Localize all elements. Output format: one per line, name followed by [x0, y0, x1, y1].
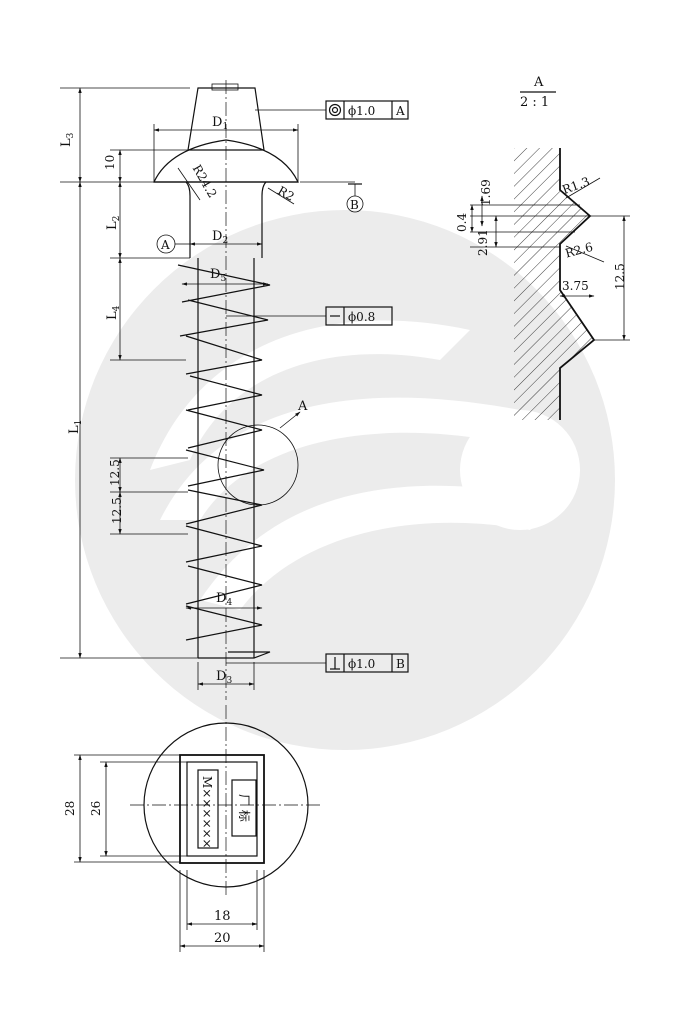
square-inner	[186, 761, 258, 857]
svg-text:ϕ1.0: ϕ1.0	[348, 657, 375, 671]
dim-detail-375: 3.75	[562, 279, 589, 293]
dim-d3: D3	[216, 669, 232, 686]
dim-d2: D2	[212, 229, 228, 246]
tolerance-straightness: ϕ0.8	[226, 306, 393, 326]
dim-detail-291: 2.91	[476, 229, 490, 256]
top-view: M×××××× 厂 标 28 26 18 20	[63, 705, 320, 952]
factory-mark: 厂 标	[237, 794, 251, 822]
dim-l1: L1	[67, 420, 84, 434]
watermark-logo	[75, 210, 615, 750]
dim-top-18: 18	[214, 909, 231, 924]
dim-pitch-a: 12.5	[108, 459, 122, 486]
svg-text:A: A	[160, 238, 170, 252]
dim-l3: L3	[59, 132, 76, 147]
dim-detail-r13: R1.3	[560, 174, 591, 197]
dim-top-20: 20	[214, 931, 231, 946]
dim-d4: D4	[216, 591, 232, 608]
dim-detail-04: 0.4	[455, 213, 469, 232]
dim-d1: D1	[212, 115, 228, 132]
svg-text:ϕ0.8: ϕ0.8	[348, 310, 375, 324]
dim-top-26: 26	[89, 801, 103, 816]
dim-r-head: R24.2	[190, 162, 220, 200]
dim-r-neck: R2	[275, 183, 296, 203]
dim-detail-r26: R2.6	[564, 240, 595, 261]
detail-circle	[217, 424, 299, 506]
dim-top-28: 28	[63, 801, 77, 816]
tolerance-coaxiality: ϕ1.0 A	[255, 100, 409, 120]
square-outer	[179, 754, 265, 864]
dim-l4: L4	[105, 305, 122, 320]
detail-marker: A	[297, 399, 308, 414]
datum-b-symbol	[346, 195, 364, 213]
svg-text:ϕ1.0: ϕ1.0	[348, 104, 375, 118]
detail-view-a: A 2 : 1 1.69 0.4 2.91 12.5 3.75 R1.3 R2.…	[455, 75, 630, 420]
detail-view-label: A	[533, 75, 544, 90]
svg-text:B: B	[350, 198, 359, 212]
dim-pitch-b: 12.5	[110, 497, 124, 524]
dim-head-height: 10	[103, 155, 117, 170]
svg-text:A: A	[395, 104, 405, 118]
dim-d5: D5	[210, 267, 226, 284]
dim-detail-125: 12.5	[613, 263, 627, 290]
detail-view-scale: 2 : 1	[520, 95, 549, 110]
dim-l2: L2	[105, 216, 122, 230]
dim-detail-169: 1.69	[479, 179, 493, 206]
head-dome	[153, 139, 299, 183]
svg-text:B: B	[396, 657, 405, 671]
marking-text: M××××××	[200, 776, 214, 849]
tolerance-perpendicularity: ϕ1.0 B	[226, 653, 409, 673]
